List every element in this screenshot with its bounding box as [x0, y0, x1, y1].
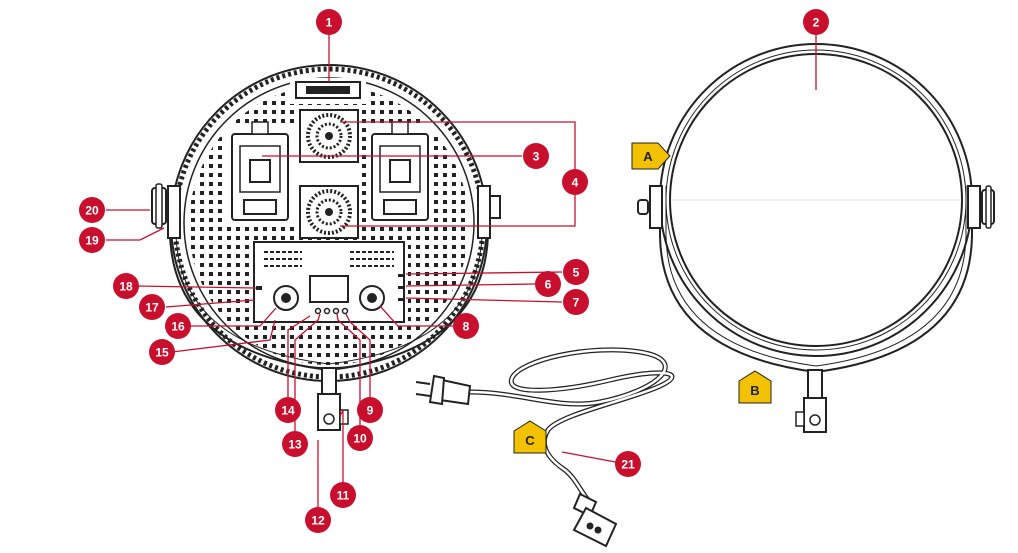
marker-tag — [631, 142, 671, 170]
callout-badge — [330, 482, 356, 508]
callout-14: 14 — [275, 397, 301, 423]
callout-number: 6 — [545, 277, 552, 291]
callout-7: 7 — [563, 289, 589, 315]
callout-badge — [79, 227, 105, 253]
callout-badge — [535, 271, 561, 297]
callout-2: 2 — [803, 9, 829, 35]
callout-badge — [316, 9, 342, 35]
marker-letter: A — [643, 149, 653, 164]
callout-number: 5 — [573, 265, 580, 279]
callout-badge — [615, 451, 641, 477]
callout-number: 13 — [288, 437, 302, 451]
callout-15: 15 — [149, 339, 175, 365]
callout-badge — [563, 259, 589, 285]
callout-number: 19 — [85, 233, 99, 247]
callout-number: 18 — [119, 279, 133, 293]
callout-number: 3 — [533, 149, 540, 163]
callout-badge — [453, 313, 479, 339]
marker-a: A — [631, 142, 671, 170]
callout-number: 10 — [353, 431, 367, 445]
callout-6: 6 — [535, 271, 561, 297]
callout-13: 13 — [282, 431, 308, 457]
callout-badge — [139, 294, 165, 320]
callout-number: 15 — [155, 345, 169, 359]
callout-number: 1 — [326, 15, 333, 29]
callout-number: 20 — [85, 203, 99, 217]
callout-badge — [357, 397, 383, 423]
callout-badge — [562, 169, 588, 195]
callout-badge — [347, 425, 373, 451]
marker-letter: B — [750, 383, 759, 398]
callout-5: 5 — [563, 259, 589, 285]
marker-letter: C — [525, 433, 535, 448]
callout-badge — [523, 143, 549, 169]
callout-18: 18 — [113, 273, 139, 299]
callout-11: 11 — [330, 482, 356, 508]
callout-17: 17 — [139, 294, 165, 320]
callout-number: 8 — [463, 319, 470, 333]
callout-badge — [563, 289, 589, 315]
callout-badge — [149, 339, 175, 365]
callout-number: 17 — [145, 300, 159, 314]
callout-1: 1 — [316, 9, 342, 35]
callout-16: 16 — [165, 313, 191, 339]
callout-number: 21 — [621, 457, 635, 471]
marker-c: C — [513, 420, 547, 454]
callout-badge — [275, 397, 301, 423]
callout-4: 4 — [562, 169, 588, 195]
callout-number: 12 — [311, 513, 325, 527]
callout-3: 3 — [523, 143, 549, 169]
callout-10: 10 — [347, 425, 373, 451]
callout-number: 2 — [813, 15, 820, 29]
callout-19: 19 — [79, 227, 105, 253]
callout-number: 9 — [367, 403, 374, 417]
callout-number: 16 — [171, 319, 185, 333]
callout-badge — [803, 9, 829, 35]
callout-9: 9 — [357, 397, 383, 423]
callout-8: 8 — [453, 313, 479, 339]
callout-21: 21 — [615, 451, 641, 477]
callout-number: 7 — [573, 295, 580, 309]
callout-20: 20 — [79, 197, 105, 223]
callout-number: 4 — [572, 175, 579, 189]
callout-12: 12 — [305, 507, 331, 533]
callout-badge — [305, 507, 331, 533]
marker-b: B — [738, 370, 772, 404]
marker-tag — [738, 370, 772, 404]
callout-badge — [79, 197, 105, 223]
rear-panel-icon — [151, 64, 501, 431]
front-panel-icon — [637, 43, 995, 433]
marker-tag — [513, 420, 547, 454]
callout-badge — [282, 431, 308, 457]
callout-number: 14 — [281, 403, 295, 417]
callout-badge — [113, 273, 139, 299]
callout-badge — [165, 313, 191, 339]
callout-number: 11 — [337, 488, 350, 502]
